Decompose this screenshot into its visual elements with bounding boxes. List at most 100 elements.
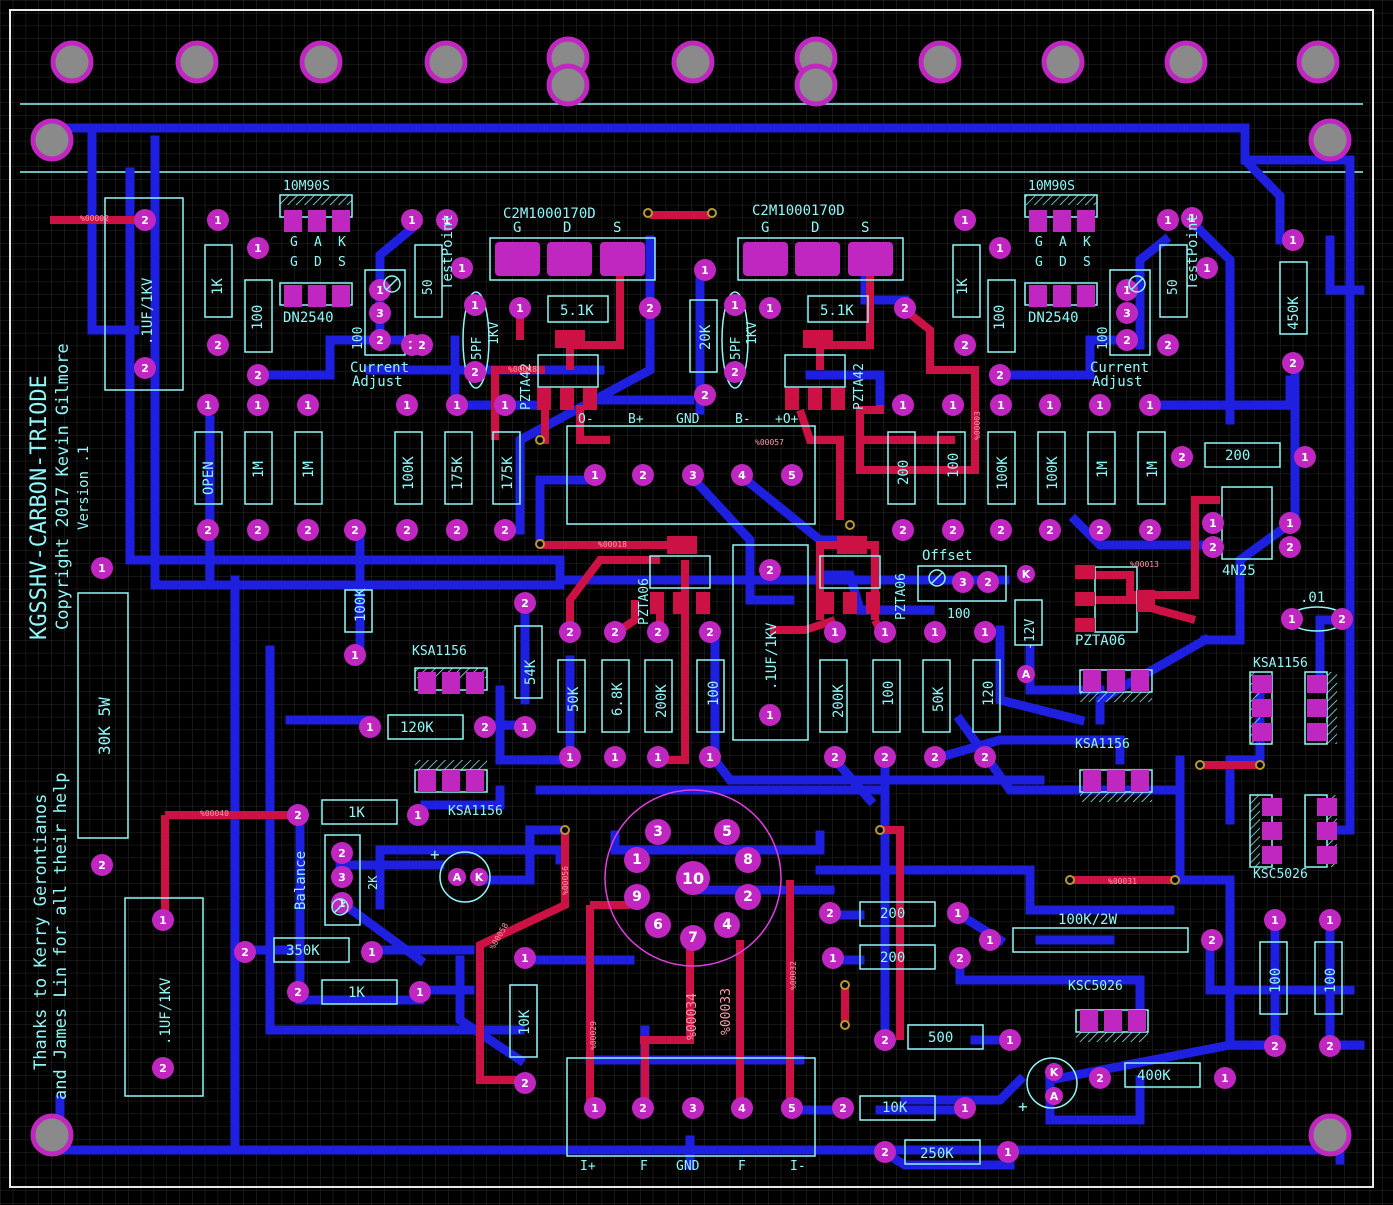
resistor-value-r100k: 100K	[353, 588, 369, 622]
label-gak-k-left: K	[338, 235, 346, 250]
pad-number: 1	[954, 907, 962, 920]
pad-number: 2	[159, 1062, 167, 1075]
net-label-00032: %00032	[789, 961, 798, 990]
pad-number: 2	[949, 524, 957, 537]
pad-number: 1	[521, 952, 529, 965]
pad	[359, 716, 381, 738]
pad	[234, 941, 256, 963]
resistor-value-r10k: 10K	[882, 1100, 908, 1116]
resistor-value-r1m: 1M	[1095, 461, 1111, 478]
pad-number: 1	[1123, 284, 1131, 297]
pad	[1281, 608, 1303, 630]
pad	[781, 1097, 803, 1119]
net-label-00057: %00057	[755, 438, 784, 447]
label-testpoint-left: TestPoint	[440, 214, 456, 290]
pad-number: 1	[949, 399, 957, 412]
label-d-left: D	[563, 220, 571, 236]
resistor-value-r350k: 350K	[286, 943, 320, 959]
pad	[694, 384, 716, 406]
pad	[247, 237, 269, 259]
pad-number: 1	[204, 399, 212, 412]
pad-number: 2	[521, 1077, 529, 1090]
pad-number: 2	[1208, 934, 1216, 947]
pad	[1171, 446, 1193, 468]
pad-number: 2	[418, 339, 426, 352]
resistor-value-r100k: 100K	[1045, 456, 1061, 490]
resistor-value-r100k: 100K	[995, 456, 1011, 490]
net-label-00040: %00040	[200, 809, 229, 818]
pad-number: 2	[1286, 541, 1294, 554]
label-gak-a-left: A	[314, 235, 322, 250]
pad-number: 1	[961, 214, 969, 227]
pad-number: 1	[591, 469, 599, 482]
pad-number: 4	[738, 469, 746, 482]
thanks-line-1: Thanks to Kerry Gerontianos	[31, 794, 51, 1070]
label-ksa1156-1: KSA1156	[412, 644, 467, 659]
pad-number: 1	[766, 302, 774, 315]
pad-number: 2	[1178, 451, 1186, 464]
pad	[997, 1141, 1019, 1163]
label-output-f1: F	[640, 1159, 648, 1174]
resistor-value-r100: 100	[1323, 968, 1339, 993]
pad	[949, 947, 971, 969]
pad	[91, 557, 113, 579]
pad-number: 1	[1221, 1072, 1229, 1085]
resistor-value-r200k: 200K	[831, 684, 847, 718]
label-5pf-right: 5PF	[729, 336, 744, 360]
pad	[514, 592, 536, 614]
pad	[1196, 257, 1218, 279]
label-current-right: Current	[1090, 360, 1149, 376]
pad-number: 2	[566, 626, 574, 639]
label-output-gnd: GND	[676, 1159, 700, 1174]
pad-number: 1	[1096, 399, 1104, 412]
pad-number: 2	[214, 339, 222, 352]
resistor-value-r200: 200	[880, 950, 905, 966]
pad-marker-label: K	[475, 871, 484, 884]
pad	[451, 257, 473, 279]
pad-number: 2	[611, 626, 619, 639]
resistor-value-ropen: OPEN	[201, 461, 217, 495]
resistor-value-r120: 120	[981, 681, 997, 706]
resistor-value-r1m: 1M	[1145, 461, 1161, 478]
pad-number: 1	[521, 721, 529, 734]
resistor-value-r175k: 175K	[450, 456, 466, 490]
pad-number: 2	[141, 362, 149, 375]
pad	[247, 364, 269, 386]
pad	[297, 519, 319, 541]
pad-marker-label: K	[1050, 1066, 1059, 1079]
pad	[1116, 302, 1138, 324]
pad-number: 2	[881, 1034, 889, 1047]
pad-number: 2	[294, 809, 302, 822]
label-power-bplus: B+	[628, 412, 644, 427]
pad-number: 1	[1046, 399, 1054, 412]
pad	[892, 519, 914, 541]
label-c2m-left: C2M1000170D	[503, 206, 596, 222]
pad-number: 1	[443, 214, 451, 227]
pad-number: 1	[1006, 1034, 1014, 1047]
pad	[331, 866, 353, 888]
resistor-value-r175k: 175K	[500, 456, 516, 490]
label-dgs-s-right: S	[1083, 255, 1091, 270]
label-10m90s-left: 10M90S	[283, 179, 330, 194]
smd-pads	[537, 330, 1155, 632]
pad-number: 2	[294, 986, 302, 999]
resistor-value-r450k: 450K	[1286, 296, 1302, 330]
pad-number: 1	[731, 299, 739, 312]
pad-number: 1	[516, 302, 524, 315]
pad	[1279, 536, 1301, 558]
pad	[999, 1029, 1021, 1051]
pad-number: 1	[1209, 517, 1217, 530]
label-5pf-left: 5PF	[470, 336, 485, 360]
pad-number: 1	[414, 809, 422, 822]
pad	[197, 394, 219, 416]
pad-number: 2	[646, 302, 654, 315]
pad-number: 2	[1096, 524, 1104, 537]
resistor-value-r50k: 50K	[931, 686, 947, 712]
label-g-left: G	[513, 220, 521, 236]
pad	[682, 464, 704, 486]
pad	[974, 746, 996, 768]
pad-number: 1	[632, 852, 642, 868]
pad-number: 3	[689, 1102, 697, 1115]
net-label-00013: %00013	[1130, 560, 1159, 569]
pad	[819, 902, 841, 924]
